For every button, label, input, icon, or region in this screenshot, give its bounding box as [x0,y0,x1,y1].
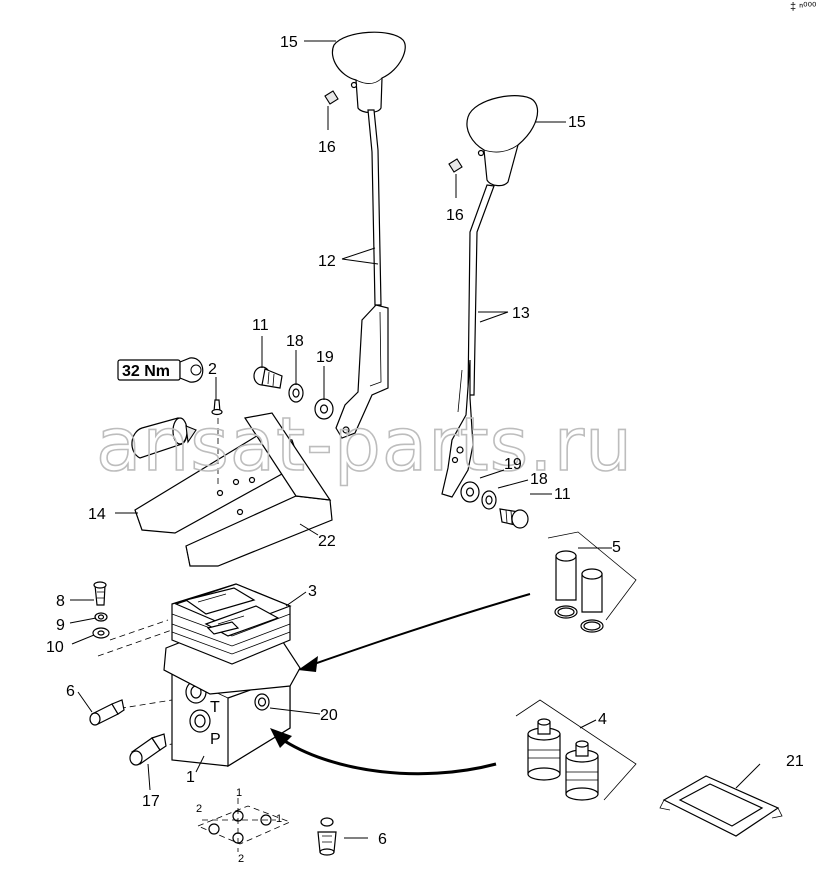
callout-6-bottom: 6 [378,831,387,848]
arrow-kit4-to-valve [270,728,497,776]
callout-4: 4 [598,711,607,728]
torque-wrench-badge: 32 Nm [117,357,204,383]
callout-20: 20 [320,707,338,724]
arrow-kit5-to-valve [298,593,531,672]
callout-15-right: 15 [568,114,586,131]
washer-9 [94,612,108,622]
set-screw-left [324,90,339,105]
callout-12: 12 [318,253,336,270]
callout-3: 3 [308,583,317,600]
bolt-8 [93,581,107,606]
port-label-t: T [210,699,220,716]
callouts: 15 16 12 15 16 13 11 18 19 2 14 22 19 18… [46,34,804,848]
callout-10: 10 [46,639,64,656]
washer-18-right [481,490,497,510]
lever-left [324,31,406,439]
lever-rod-left [367,109,382,306]
plate-label-1-right: 1 [276,813,282,825]
callout-11-right: 11 [554,486,571,503]
callout-9: 9 [56,617,65,634]
callout-13: 13 [512,305,530,322]
callout-19-left: 19 [316,349,334,366]
lever-bracket-left [335,304,389,439]
watermark: ansat-parts.ru [96,402,633,488]
callout-15-left: 15 [280,34,298,51]
pedal-22 [185,412,333,567]
plate-label-2-bottom: 2 [238,853,244,865]
callout-18-right: 18 [530,471,548,488]
callout-21: 21 [786,753,804,770]
kit-4 [527,718,599,801]
washer-10 [92,627,110,639]
bolt-11-left [253,366,283,389]
callout-11-left: 11 [252,317,269,334]
pilot-control-valve [97,583,301,768]
callout-6-left: 6 [66,683,75,700]
plate-label-2-left: 2 [196,803,202,815]
callout-1: 1 [186,769,195,786]
fitting-17 [129,733,167,766]
bracket-5 [547,531,637,621]
gasket-21 [659,775,783,837]
corner-mark: ‡ ⁿ⁰⁰⁰ [790,1,817,13]
callout-22: 22 [318,533,336,550]
knob-left [331,31,406,114]
set-screw-right [448,158,463,173]
torque-value: 32 Nm [122,363,170,380]
lever-bracket-right [441,359,474,498]
callout-14: 14 [88,506,106,523]
plate-label-1-top: 1 [236,787,242,799]
callout-8: 8 [56,593,65,610]
callout-16-right: 16 [446,207,464,224]
lever-rod-right [467,184,495,396]
port-pattern-plate [196,798,292,852]
lever-right [441,95,539,498]
port-label-p: P [210,731,221,748]
washer-19-right [460,481,480,503]
callout-19-right: 19 [504,456,522,473]
fitting-6-left [89,699,125,726]
callout-5: 5 [612,539,621,556]
washer-18-left [288,383,304,403]
bracket-4 [515,699,637,801]
callout-17: 17 [142,793,160,810]
kit-5 [554,550,604,633]
fitting-6-bottom [317,817,337,856]
screw-2 [211,399,223,416]
callout-2: 2 [208,361,217,378]
bolt-11-right [499,508,529,529]
callout-16-left: 16 [318,139,336,156]
callout-18-left: 18 [286,333,304,350]
damper-cylinder [131,417,197,459]
leader-lines [69,40,761,839]
knob-right [466,95,539,187]
